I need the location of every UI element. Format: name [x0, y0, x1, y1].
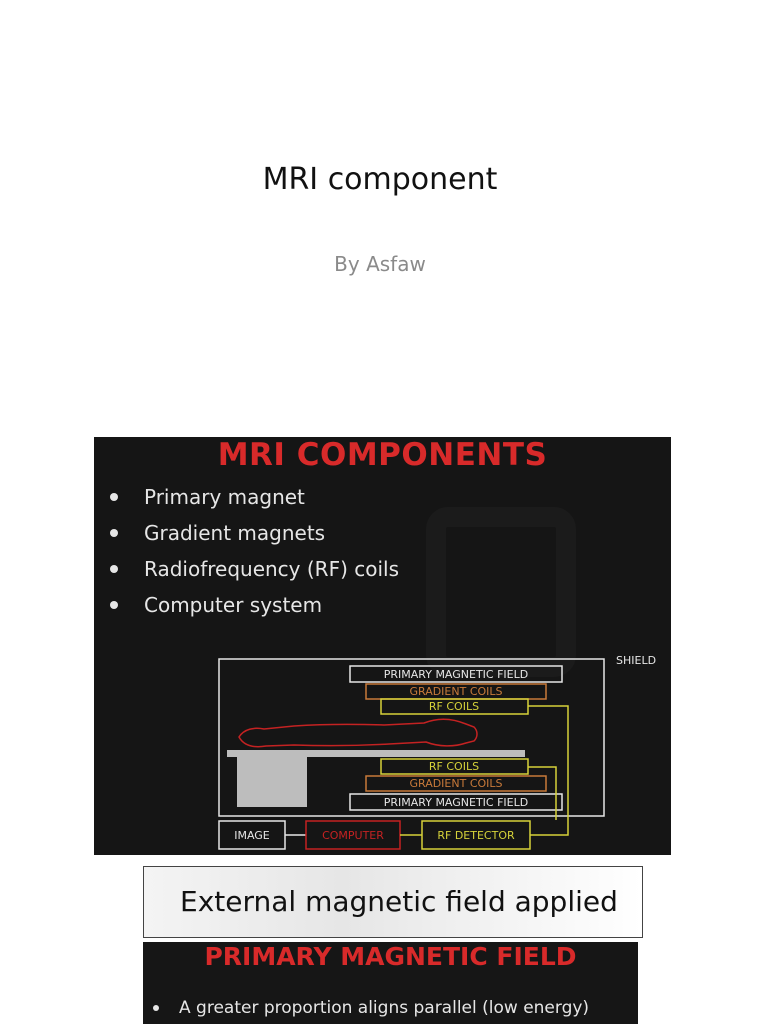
list-item: Computer system — [108, 593, 399, 629]
top-rf-coils-label: RF COILS — [429, 700, 479, 713]
bottom-gradient-coils-label: GRADIENT COILS — [409, 777, 502, 790]
list-item: Primary magnet — [108, 485, 399, 521]
rf-signal-line-top — [528, 705, 569, 820]
list-item: Radiofrequency (RF) coils — [108, 557, 399, 593]
shield-box — [218, 658, 605, 817]
watermark-logo-icon — [426, 507, 576, 677]
computer-label: COMPUTER — [322, 829, 384, 842]
caption-banner: External magnetic field applied — [143, 866, 643, 938]
slide-title: PRIMARY MAGNETIC FIELD — [204, 942, 577, 971]
page-subtitle: By Asfaw — [334, 252, 426, 276]
table-base-icon — [237, 757, 307, 807]
mri-diagram: SHIELD PRIMARY MAGNETIC FIELD GRADIENT C… — [218, 654, 656, 850]
bullet-icon — [110, 565, 118, 573]
slide-title: MRI COMPONENTS — [217, 437, 548, 473]
bottom-primary-field-label: PRIMARY MAGNETIC FIELD — [384, 796, 528, 809]
patient-icon — [238, 718, 478, 748]
primary-field-slide: PRIMARY MAGNETIC FIELD A greater proport… — [143, 942, 638, 1024]
mri-components-slide: MRI COMPONENTS Primary magnet Gradient m… — [94, 437, 671, 855]
shield-label: SHIELD — [616, 654, 656, 667]
list-item: Gradient magnets — [108, 521, 399, 557]
bullet-icon — [110, 493, 118, 501]
list-item-text: Gradient magnets — [144, 521, 326, 545]
bullet-icon — [153, 1005, 159, 1011]
bullet-icon — [110, 601, 118, 609]
list-item-text: A greater proportion aligns parallel (lo… — [179, 998, 590, 1018]
caption-text: External magnetic field applied — [180, 885, 618, 918]
top-primary-field-box — [349, 665, 563, 683]
top-gradient-coils-label: GRADIENT COILS — [409, 685, 502, 698]
list-item-text: Primary magnet — [144, 485, 305, 509]
image-label: IMAGE — [234, 829, 270, 842]
list-item-text: Computer system — [144, 593, 323, 617]
bullet-icon — [110, 529, 118, 537]
page-title: MRI component — [262, 162, 498, 197]
rf-signal-line-bottom — [528, 766, 557, 820]
bottom-primary-field-box — [349, 793, 563, 811]
rf-detector-label: RF DETECTOR — [437, 829, 515, 842]
list-item-text: Radiofrequency (RF) coils — [144, 557, 399, 581]
bottom-gradient-coils-box — [365, 775, 547, 792]
component-list: Primary magnet Gradient magnets Radiofre… — [108, 485, 399, 629]
bottom-rf-coils-label: RF COILS — [429, 760, 479, 773]
patient-table-icon — [227, 750, 525, 757]
top-primary-field-label: PRIMARY MAGNETIC FIELD — [384, 668, 528, 681]
list-item: A greater proportion aligns parallel (lo… — [153, 998, 589, 1018]
detector-return-line — [530, 820, 569, 836]
